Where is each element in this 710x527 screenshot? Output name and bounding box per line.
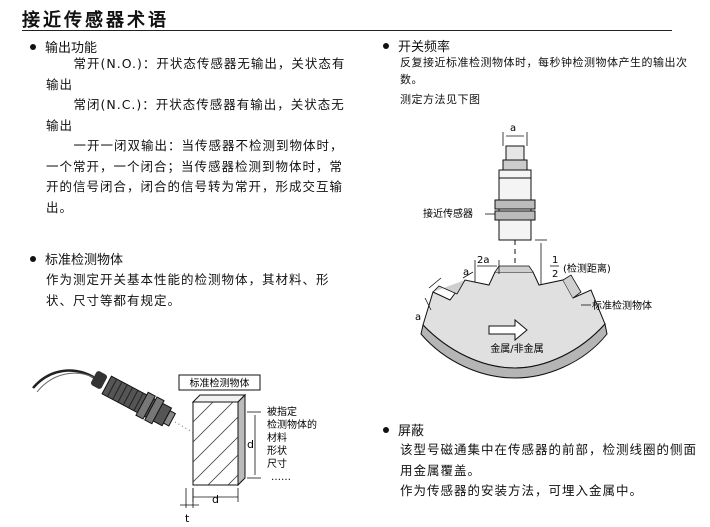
dim-d-bottom: d	[212, 493, 219, 506]
shield-body: 该型号磁通集中在传感器的前部，检测线圈的侧面用金属覆盖。 作为传感器的安装方法，…	[400, 440, 700, 502]
object-box-title: 标准检测物体	[190, 377, 250, 390]
frequency-diagram: a 接近传感器 1 2 (检测距离) 2a a a 标准检测物体 金属/非金属	[415, 123, 652, 379]
standard-body: 作为测定开关基本性能的检测物体，其材料、形状、尺寸等都有规定。	[46, 272, 330, 308]
shield-line1: 该型号磁通集中在传感器的前部，检测线圈的侧面用金属覆盖。	[400, 442, 698, 478]
shield-heading: 屏蔽	[383, 420, 424, 439]
dim-2a: 2a	[477, 255, 490, 266]
dim-t: t	[185, 512, 190, 525]
disc-label: 金属/非金属	[490, 342, 543, 355]
standard-heading-text: 标准检测物体	[45, 253, 124, 268]
bullet-icon	[30, 255, 36, 262]
sensor-assembly	[494, 132, 536, 288]
note-line-2: 检测物体的	[267, 418, 317, 431]
distance-denominator: 2	[552, 269, 558, 280]
note-line-3: 材料	[267, 431, 287, 444]
page-title: 接近传感器术语	[22, 10, 169, 31]
standard-heading: 标准检测物体	[30, 249, 123, 268]
frequency-heading: 开关频率	[383, 36, 450, 55]
dim-d-side: d	[247, 438, 254, 451]
note-line-1: 被指定	[267, 405, 297, 418]
dim-a-top: a	[510, 123, 516, 134]
bullet-icon	[383, 42, 389, 49]
sensor-label: 接近传感器	[423, 207, 473, 220]
bullet-icon	[30, 43, 36, 50]
standard-object-diagram: 标准检测物体 d d t 被指定 检测物体的 材料 形状 尺寸 ……	[32, 369, 317, 525]
note-line-6: ……	[271, 472, 291, 483]
rotating-disc	[420, 265, 608, 379]
distance-numerator: 1	[552, 255, 558, 266]
note-line-4: 形状	[267, 444, 287, 457]
standard-object-plate	[191, 393, 247, 487]
distance-label: (检测距离)	[563, 262, 611, 275]
output-heading: 输出功能	[30, 37, 97, 56]
dim-a-mid: a	[463, 267, 469, 278]
frequency-heading-text: 开关频率	[398, 40, 451, 55]
shield-line2: 作为传感器的安装方法，可埋入金属中。	[400, 483, 644, 498]
sensor-illustration	[32, 369, 211, 443]
output-no: 常开(N.O.)：开状态传感器无输出，关状态有输出	[46, 56, 346, 92]
frequency-body: 反复接近标准检测物体时，每秒钟检测物体产生的输出次数。	[400, 56, 688, 86]
bullet-icon	[383, 426, 389, 433]
output-nc: 常闭(N.C.)：开状态传感器有输出，关状态无输出	[46, 97, 345, 133]
shield-heading-text: 屏蔽	[398, 424, 425, 439]
output-body: 常开(N.O.)：开状态传感器无输出，关状态有输出 常闭(N.C.)：开状态传感…	[46, 54, 356, 218]
output-heading-text: 输出功能	[45, 41, 98, 56]
title-rule	[22, 30, 672, 31]
object-label: 标准检测物体	[592, 299, 652, 312]
output-dual: 一开一闭双输出：当传感器不检测到物体时，一个常开，一个闭合；当传感器检测到物体时…	[46, 138, 344, 215]
object-label-box	[178, 374, 261, 391]
frequency-note: 测定方法见下图	[400, 93, 481, 106]
dim-a-left: a	[415, 312, 421, 323]
note-line-5: 尺寸	[267, 457, 287, 470]
